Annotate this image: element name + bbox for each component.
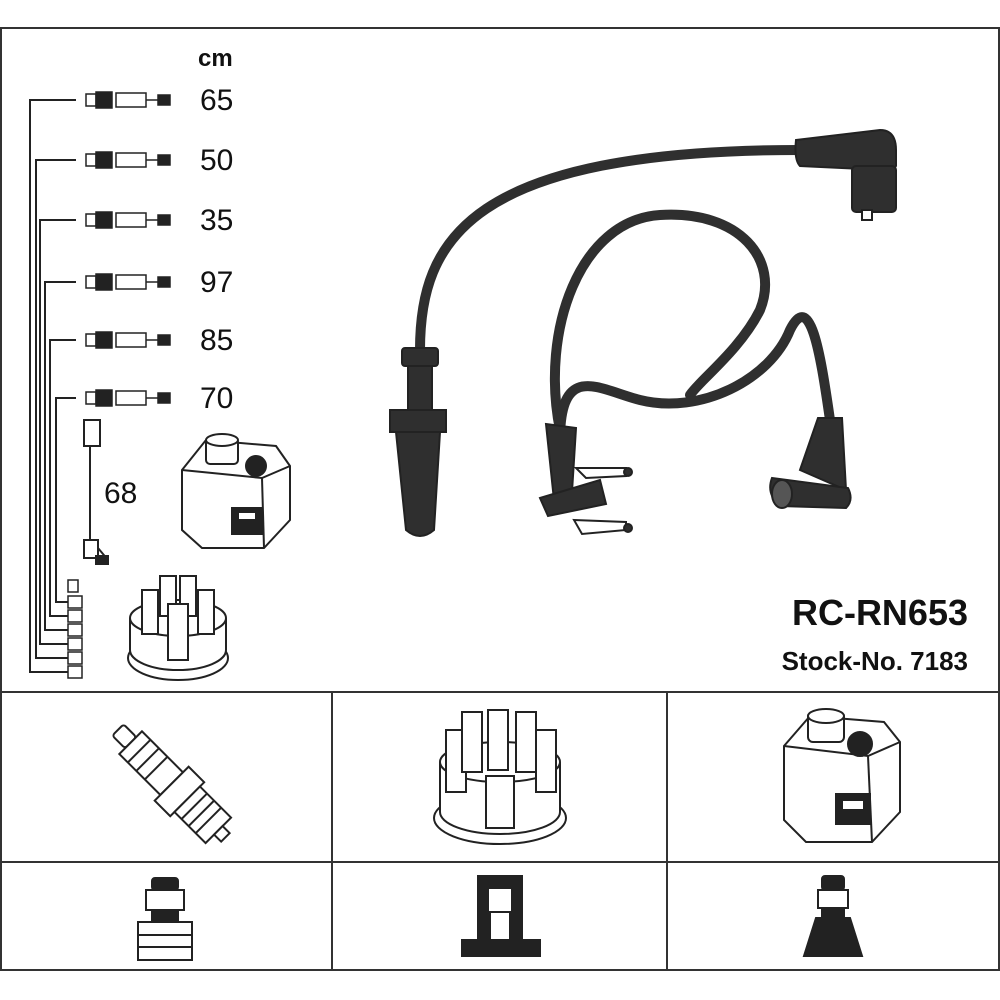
coil-lead-length: 68 <box>104 477 137 510</box>
lead-row-65: 65 <box>85 84 233 117</box>
unit-label: cm <box>198 45 233 72</box>
lead-length: 85 <box>200 324 233 357</box>
coil-lead-cable-icon <box>83 419 109 565</box>
lead-connector-icon <box>85 91 171 109</box>
spark-plug-icon <box>112 724 233 845</box>
coil-lead: 68 <box>83 419 137 565</box>
lead-connector-icon <box>85 331 171 349</box>
lead-connector-icon <box>85 211 171 229</box>
ignition-coil-icon <box>181 433 291 549</box>
lead-connector-icon <box>85 389 171 407</box>
plug-boot-icon <box>389 347 447 537</box>
distributor-terminals <box>67 579 83 679</box>
lead-length: 35 <box>200 204 233 237</box>
lead-row-85: 85 <box>85 324 233 357</box>
length-schematic <box>29 99 76 673</box>
angled-boot-icon <box>769 417 852 510</box>
lead-length: 50 <box>200 144 233 177</box>
stock-number: Stock-No. 7183 <box>782 646 968 676</box>
long-cable-icon <box>415 145 835 445</box>
lead-row-35: 35 <box>85 204 233 237</box>
distributor-cap-icon <box>127 575 229 681</box>
lead-row-97: 97 <box>85 266 233 299</box>
distributor-boot-icon <box>538 422 633 536</box>
distributor-cap-large-icon <box>433 709 567 845</box>
lead-row-70: 70 <box>85 382 233 415</box>
lead-connector-icon <box>85 273 171 291</box>
ignition-coil-large-icon <box>783 708 901 843</box>
ignition-cable-drawing <box>389 128 897 537</box>
plug-connector-icon <box>137 877 193 961</box>
lead-length: 65 <box>200 84 233 117</box>
lead-length: 70 <box>200 382 233 415</box>
lead-connector-icon <box>85 151 171 169</box>
frame <box>0 27 1000 971</box>
lead-length: 97 <box>200 266 233 299</box>
distributor-terminal-icon <box>461 875 541 957</box>
lead-row-50: 50 <box>85 144 233 177</box>
coil-terminal-icon <box>802 875 864 957</box>
product-code: RC-RN653 <box>792 592 968 633</box>
coil-boot-icon <box>794 128 897 221</box>
